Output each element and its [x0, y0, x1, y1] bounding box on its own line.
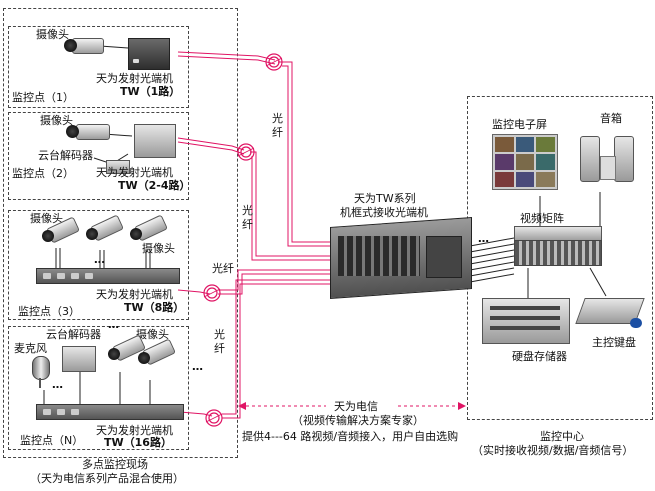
- fiber-label-2: 光纤: [242, 204, 253, 231]
- camera-icon: [136, 338, 176, 370]
- site3-camera-label-a: 摄像头: [30, 212, 63, 225]
- camera-icon: [64, 124, 110, 140]
- fiber-label-3: 光纤: [212, 262, 234, 275]
- receiver-dots: …: [478, 232, 489, 245]
- keyboard-label: 主控键盘: [592, 336, 636, 349]
- transmitter-4ch: [134, 124, 176, 158]
- site3-frame: [8, 210, 189, 320]
- video-wall: [492, 134, 558, 190]
- site3-camera-label-b: 摄像头: [142, 242, 175, 255]
- camera-icon: [84, 214, 124, 244]
- field-region: [3, 8, 238, 458]
- siteN-label: 监控点（N）: [20, 434, 84, 447]
- vendor-slogan: （视频传输解决方案专家）: [292, 414, 424, 427]
- screen-label: 监控电子屏: [492, 118, 547, 131]
- site3-tx-model: TW（8路）: [124, 301, 185, 314]
- ptz-decoder-icon: [106, 160, 130, 174]
- keyboard-icon: [575, 292, 646, 330]
- speaker-icon: [580, 132, 634, 188]
- transmitter-16ch: [36, 404, 184, 420]
- site1-tx-name: 天为发射光端机: [96, 72, 173, 85]
- fiber-label-1: 光纤: [272, 112, 283, 139]
- camera-icon: [106, 334, 146, 366]
- center-subtitle: （实时接收视频/数据/音频信号）: [472, 444, 634, 457]
- field-title: 多点监控现场: [82, 458, 148, 471]
- matrix-label: 视频矩阵: [520, 212, 564, 225]
- siteN-dots-a: …: [52, 378, 63, 391]
- siteN-ptz-label: 云台解码器: [46, 328, 101, 341]
- camera-icon: [40, 216, 80, 246]
- site1-tx-model: TW（1路）: [120, 85, 181, 98]
- field-subtitle: （天为电信系列产品混合使用）: [30, 472, 184, 485]
- siteN-tx-model: TW（16路）: [104, 436, 172, 449]
- site3-ellipsis: …: [94, 253, 105, 266]
- site3-tx-name: 天为发射光端机: [96, 288, 173, 301]
- camera-icon: [128, 214, 168, 244]
- transmitter-1ch: [128, 38, 170, 70]
- receiver-line1: 天为TW系列: [354, 192, 416, 205]
- site2-frame: [8, 112, 189, 200]
- speaker-label: 音箱: [600, 112, 622, 125]
- siteN-ellipsis: …: [108, 318, 119, 331]
- microphone-icon: [28, 356, 52, 390]
- transmitter-8ch: [36, 268, 180, 284]
- siteN-tx-name: 天为发射光端机: [96, 424, 173, 437]
- siteN-frame: [8, 326, 189, 450]
- dvr-label: 硬盘存储器: [512, 350, 567, 363]
- vendor-name: 天为电信: [334, 400, 378, 413]
- camera-icon: [62, 38, 104, 54]
- site1-label: 监控点（1）: [12, 91, 74, 104]
- center-title: 监控中心: [540, 430, 584, 443]
- site3-label: 监控点（3）: [18, 305, 80, 318]
- ptz-decoder-icon: [62, 346, 96, 372]
- site2-camera-label: 摄像头: [40, 114, 73, 127]
- receiver-chassis: [330, 217, 472, 299]
- video-matrix: [514, 226, 602, 266]
- receiver-line2: 机框式接收光端机: [340, 206, 428, 219]
- site2-ptz-label: 云台解码器: [38, 149, 93, 162]
- siteN-mic-label: 麦克风: [14, 342, 47, 355]
- siteN-dots-b: …: [192, 360, 203, 373]
- dvr-icon: [482, 298, 570, 346]
- site2-tx-name: 天为发射光端机: [96, 166, 173, 179]
- siteN-camera-label: 摄像头: [136, 328, 169, 341]
- site2-label: 监控点（2）: [12, 167, 74, 180]
- site2-tx-model: TW（2-4路）: [118, 179, 191, 192]
- vendor-desc: 提供4---64 路视频/音频接入，用户自由选购: [242, 430, 459, 443]
- site1-frame: [8, 26, 189, 108]
- fiber-label-4: 光纤: [214, 328, 225, 355]
- site1-camera-label: 摄像头: [36, 28, 69, 41]
